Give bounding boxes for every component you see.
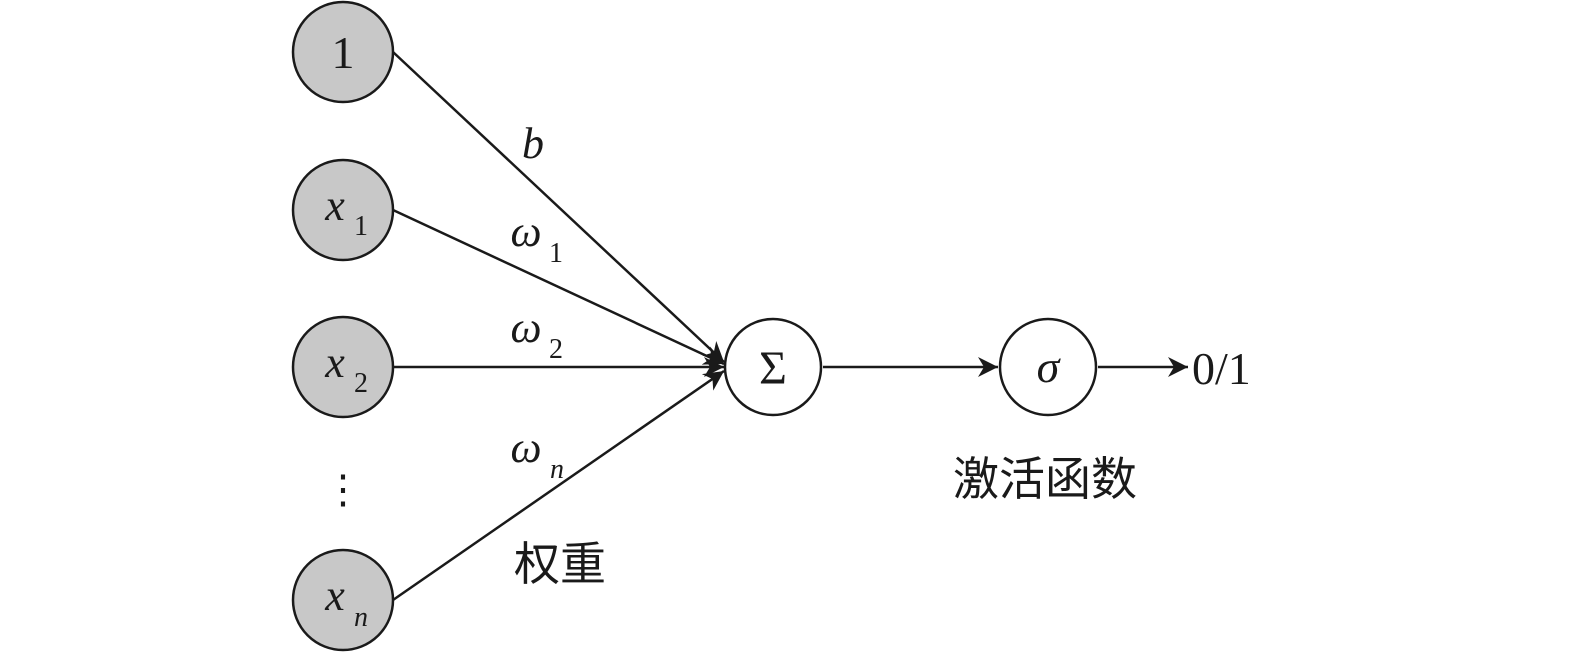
input-node-bias: 1 bbox=[291, 0, 395, 104]
weight-label-w1: ω bbox=[510, 207, 541, 256]
weight-subscript-w2: 2 bbox=[549, 334, 563, 365]
weight-subscript-w1: 1 bbox=[549, 238, 563, 269]
weights-caption: 权重 bbox=[514, 537, 606, 591]
input-label: x bbox=[324, 338, 345, 387]
weight-label-wn: ω bbox=[510, 423, 541, 472]
edge-xn bbox=[392, 369, 725, 602]
input-subscript: 1 bbox=[354, 211, 368, 242]
input-label: x bbox=[324, 181, 345, 230]
sum-symbol: Σ bbox=[759, 342, 787, 395]
sum-node: Σ bbox=[723, 317, 823, 417]
ellipsis: ⋮ bbox=[323, 467, 363, 512]
input-subscript: n bbox=[354, 602, 368, 633]
weight-label-w2: ω bbox=[510, 303, 541, 352]
input-node-x1: x 1 bbox=[291, 158, 395, 262]
input-node-xn: x n bbox=[291, 548, 395, 652]
input-subscript: 2 bbox=[354, 368, 368, 399]
input-node-x2: x 2 bbox=[291, 315, 395, 419]
weight-subscript-wn: n bbox=[550, 454, 564, 485]
edge-x1 bbox=[392, 208, 725, 366]
activation-caption: 激活函数 bbox=[953, 452, 1137, 506]
activation-node: σ bbox=[998, 317, 1098, 417]
edge-bias bbox=[392, 51, 725, 363]
input-label: x bbox=[324, 571, 345, 620]
activation-symbol: σ bbox=[1037, 341, 1062, 392]
weight-label-b: b bbox=[522, 119, 544, 168]
output-label: 0/1 bbox=[1192, 343, 1251, 394]
input-label: 1 bbox=[332, 27, 355, 78]
